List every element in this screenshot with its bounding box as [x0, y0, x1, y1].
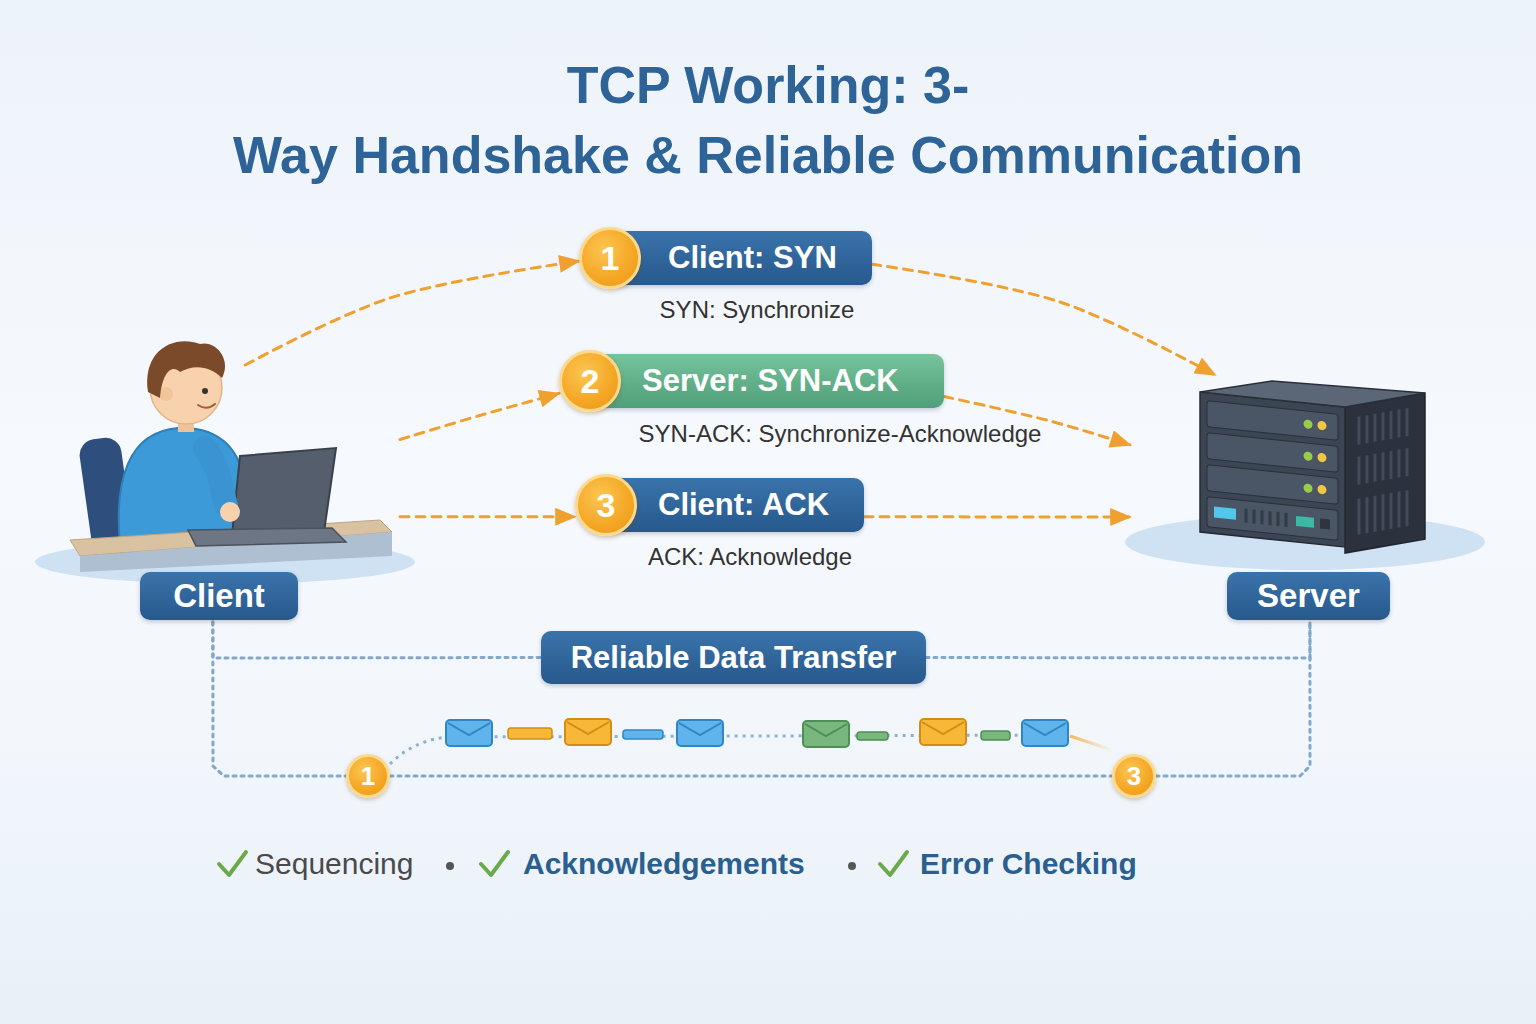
packet-bar	[623, 730, 663, 739]
server-grille	[1246, 509, 1286, 527]
client-label: Client	[140, 572, 298, 620]
separator-dot	[446, 862, 454, 870]
person-torso	[119, 428, 250, 545]
flow-marker: 1	[346, 754, 390, 798]
title-spacer	[168, 50, 553, 120]
envelope-body	[920, 719, 966, 745]
server-side	[1345, 393, 1425, 553]
transfer-line	[213, 622, 346, 776]
packet-envelope	[920, 719, 966, 745]
transfer-line	[390, 775, 1112, 778]
envelope-flap	[448, 723, 490, 735]
person-hair	[147, 341, 225, 398]
handshake-arrow	[245, 261, 579, 365]
check-mark	[481, 852, 508, 875]
feature-item: Sequencing	[255, 844, 455, 884]
packet-bar	[981, 731, 1010, 740]
packet-bar	[508, 728, 552, 739]
step-description: SYN-ACK: Synchronize-Acknowledge	[520, 414, 1160, 454]
envelope-flap	[1024, 723, 1066, 735]
step-number-text: 2	[562, 353, 618, 409]
step-label: Client: ACK	[658, 478, 864, 532]
packet-bar	[857, 732, 888, 740]
feature-item: Error Checking	[920, 844, 1180, 884]
envelope-flap	[805, 724, 847, 736]
status-led	[1318, 453, 1327, 463]
drive-slot	[1320, 518, 1330, 529]
drive-light	[1296, 516, 1314, 528]
title-spacer	[983, 50, 1368, 120]
check-mark	[880, 852, 907, 875]
step-number: 3	[575, 474, 637, 536]
packet-envelope	[677, 720, 723, 746]
envelope-body	[446, 720, 492, 746]
step-number: 2	[559, 350, 621, 412]
step-description: SYN: Synchronize	[457, 290, 1057, 330]
envelope-flap	[567, 722, 609, 734]
transfer-box: Reliable Data Transfer	[541, 631, 926, 684]
envelope-body	[803, 721, 849, 747]
envelope-body	[565, 719, 611, 745]
status-led	[1318, 485, 1327, 495]
server-front	[1200, 392, 1345, 547]
transfer-line	[213, 622, 541, 658]
envelope-body	[677, 720, 723, 746]
flow-number: 3	[1115, 757, 1153, 795]
server-unit	[1207, 497, 1338, 541]
transfer-label: Reliable Data Transfer	[541, 631, 926, 684]
handshake-arrow	[400, 515, 575, 518]
step-box: Client: ACK 3	[575, 474, 864, 536]
laptop-base	[188, 528, 346, 546]
check-mark	[219, 852, 246, 875]
drive-light	[1214, 506, 1236, 519]
server-front-panel	[1200, 392, 1345, 547]
envelope-flap	[922, 722, 964, 734]
person-arm	[205, 448, 226, 506]
feature-item: Acknowledgements	[523, 844, 843, 884]
handshake-arrow	[400, 393, 559, 439]
step-number-text: 3	[578, 477, 634, 533]
step-label: Client: SYN	[668, 231, 872, 285]
server-top	[1200, 381, 1425, 407]
step-description: ACK: Acknowledge	[450, 537, 1050, 577]
envelope-body	[1022, 720, 1068, 746]
laptop-screen	[232, 448, 336, 535]
separator-dot	[848, 862, 856, 870]
step-number-text: 1	[582, 230, 638, 286]
server-node: Server	[1130, 375, 1480, 622]
handshake-arrow	[864, 515, 1130, 518]
packet-envelope	[446, 720, 492, 746]
packet-envelope	[1022, 720, 1068, 746]
server-side-panel	[1345, 393, 1425, 553]
person-smile	[198, 404, 215, 408]
envelope-flap	[679, 723, 721, 735]
message-stream	[1070, 736, 1112, 750]
status-led	[1304, 483, 1313, 493]
status-led	[1304, 419, 1313, 429]
step-box: Client: SYN 1	[579, 227, 872, 289]
flow-number: 1	[349, 757, 387, 795]
client-node: Client	[40, 365, 400, 622]
transfer-line	[926, 622, 1310, 658]
status-led	[1318, 421, 1327, 431]
diagram-title: TCP Working: 3-Way Handshake & Reliable …	[233, 56, 1303, 184]
packet-envelope	[565, 719, 611, 745]
status-led	[1304, 451, 1313, 461]
person-hand	[220, 502, 240, 522]
packet-envelope	[803, 721, 849, 747]
server-vents	[1359, 408, 1407, 534]
server-label: Server	[1227, 572, 1390, 620]
transfer-line	[1156, 622, 1310, 776]
flow-marker: 3	[1112, 754, 1156, 798]
step-number: 1	[579, 227, 641, 289]
step-label: Server: SYN-ACK	[642, 354, 944, 408]
person-eye	[202, 388, 208, 394]
step-box: Server: SYN-ACK 2	[559, 350, 944, 412]
title-block: TCP Working: 3-Way Handshake & Reliable …	[168, 50, 1368, 190]
